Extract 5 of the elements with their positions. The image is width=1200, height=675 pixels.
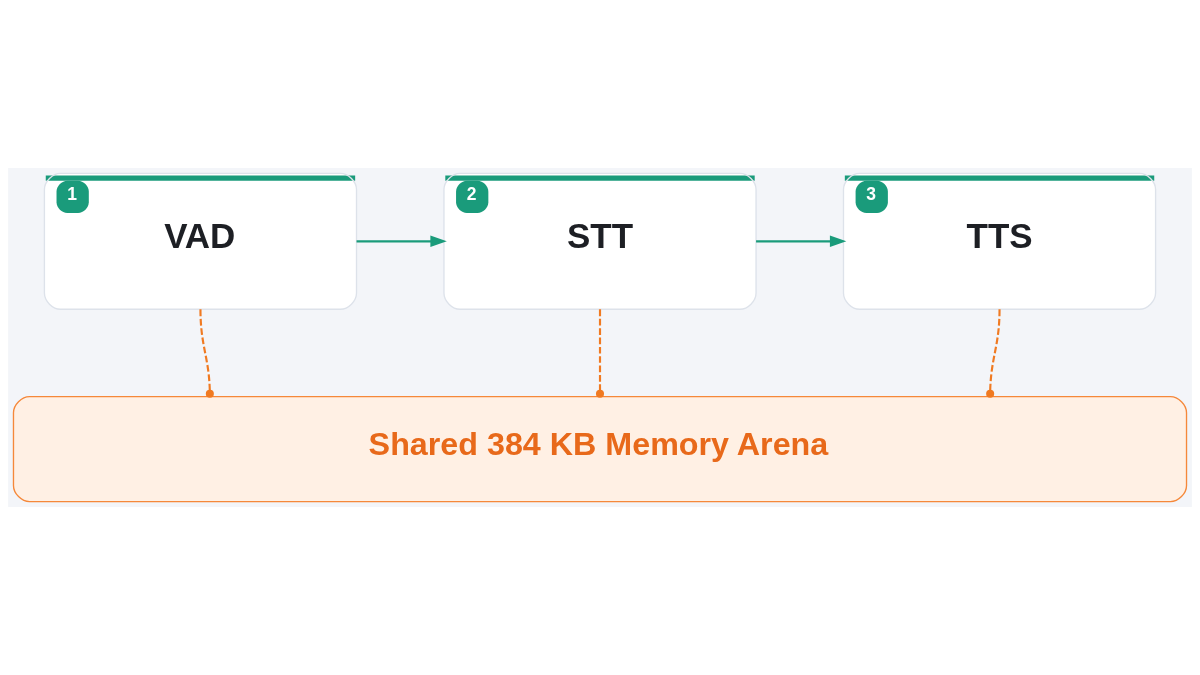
connector bbox=[595, 309, 605, 398]
arrow bbox=[356, 235, 447, 248]
connector bbox=[986, 309, 1001, 398]
connector bbox=[199, 309, 214, 398]
arrow bbox=[756, 235, 847, 248]
